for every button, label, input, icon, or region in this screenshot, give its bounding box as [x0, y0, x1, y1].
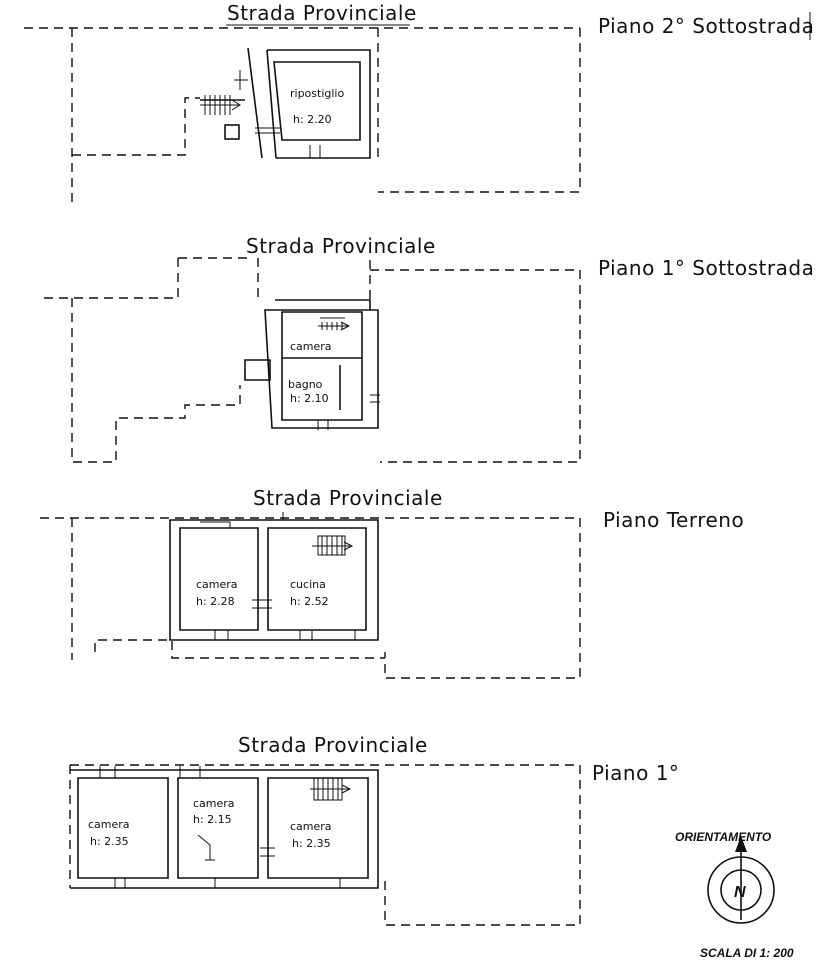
room-height: h: 2.10 [290, 392, 329, 405]
room-label: cucina [290, 578, 326, 591]
room-label: ripostiglio [290, 87, 344, 100]
compass-arrow-icon [735, 836, 747, 852]
street-label: Strada Provinciale [227, 1, 417, 25]
room-label: camera [290, 820, 332, 833]
street-label: Strada Provinciale [238, 733, 428, 757]
compass-rose: ORIENTAMENTO N [675, 830, 775, 924]
level-label: Piano 1° Sottostrada [598, 256, 814, 280]
room-height: h: 2.28 [196, 595, 235, 608]
room-height: h: 2.52 [290, 595, 329, 608]
floor-plan-piano-2-sottostrada: Strada Provinciale Piano 2° Sottostrada … [24, 1, 814, 205]
room-height: h: 2.20 [293, 113, 332, 126]
room-label: camera [88, 818, 130, 831]
scale-label: SCALA DI 1: 200 [700, 946, 794, 960]
compass-title: ORIENTAMENTO [675, 830, 772, 844]
room-label: camera [196, 578, 238, 591]
level-label: Piano 1° [592, 761, 679, 785]
room-height: h: 2.35 [292, 837, 331, 850]
street-label: Strada Provinciale [246, 234, 436, 258]
street-label: Strada Provinciale [253, 486, 443, 510]
room-label: camera [290, 340, 332, 353]
compass-north-letter: N [734, 884, 746, 901]
room-height: h: 2.35 [90, 835, 129, 848]
floor-plan-piano-terreno: Strada Provinciale Piano Terreno camera … [40, 486, 744, 679]
room-label: camera [193, 797, 235, 810]
room-height: h: 2.15 [193, 813, 232, 826]
floor-plan-piano-1-sottostrada: Strada Provinciale Piano 1° Sottostrada … [40, 234, 814, 463]
floor-plan-piano-1: Strada Provinciale Piano 1° camera h: 2.… [69, 733, 679, 926]
level-label: Piano Terreno [603, 508, 744, 532]
room-label: bagno [288, 378, 323, 391]
level-label: Piano 2° Sottostrada [598, 14, 814, 38]
